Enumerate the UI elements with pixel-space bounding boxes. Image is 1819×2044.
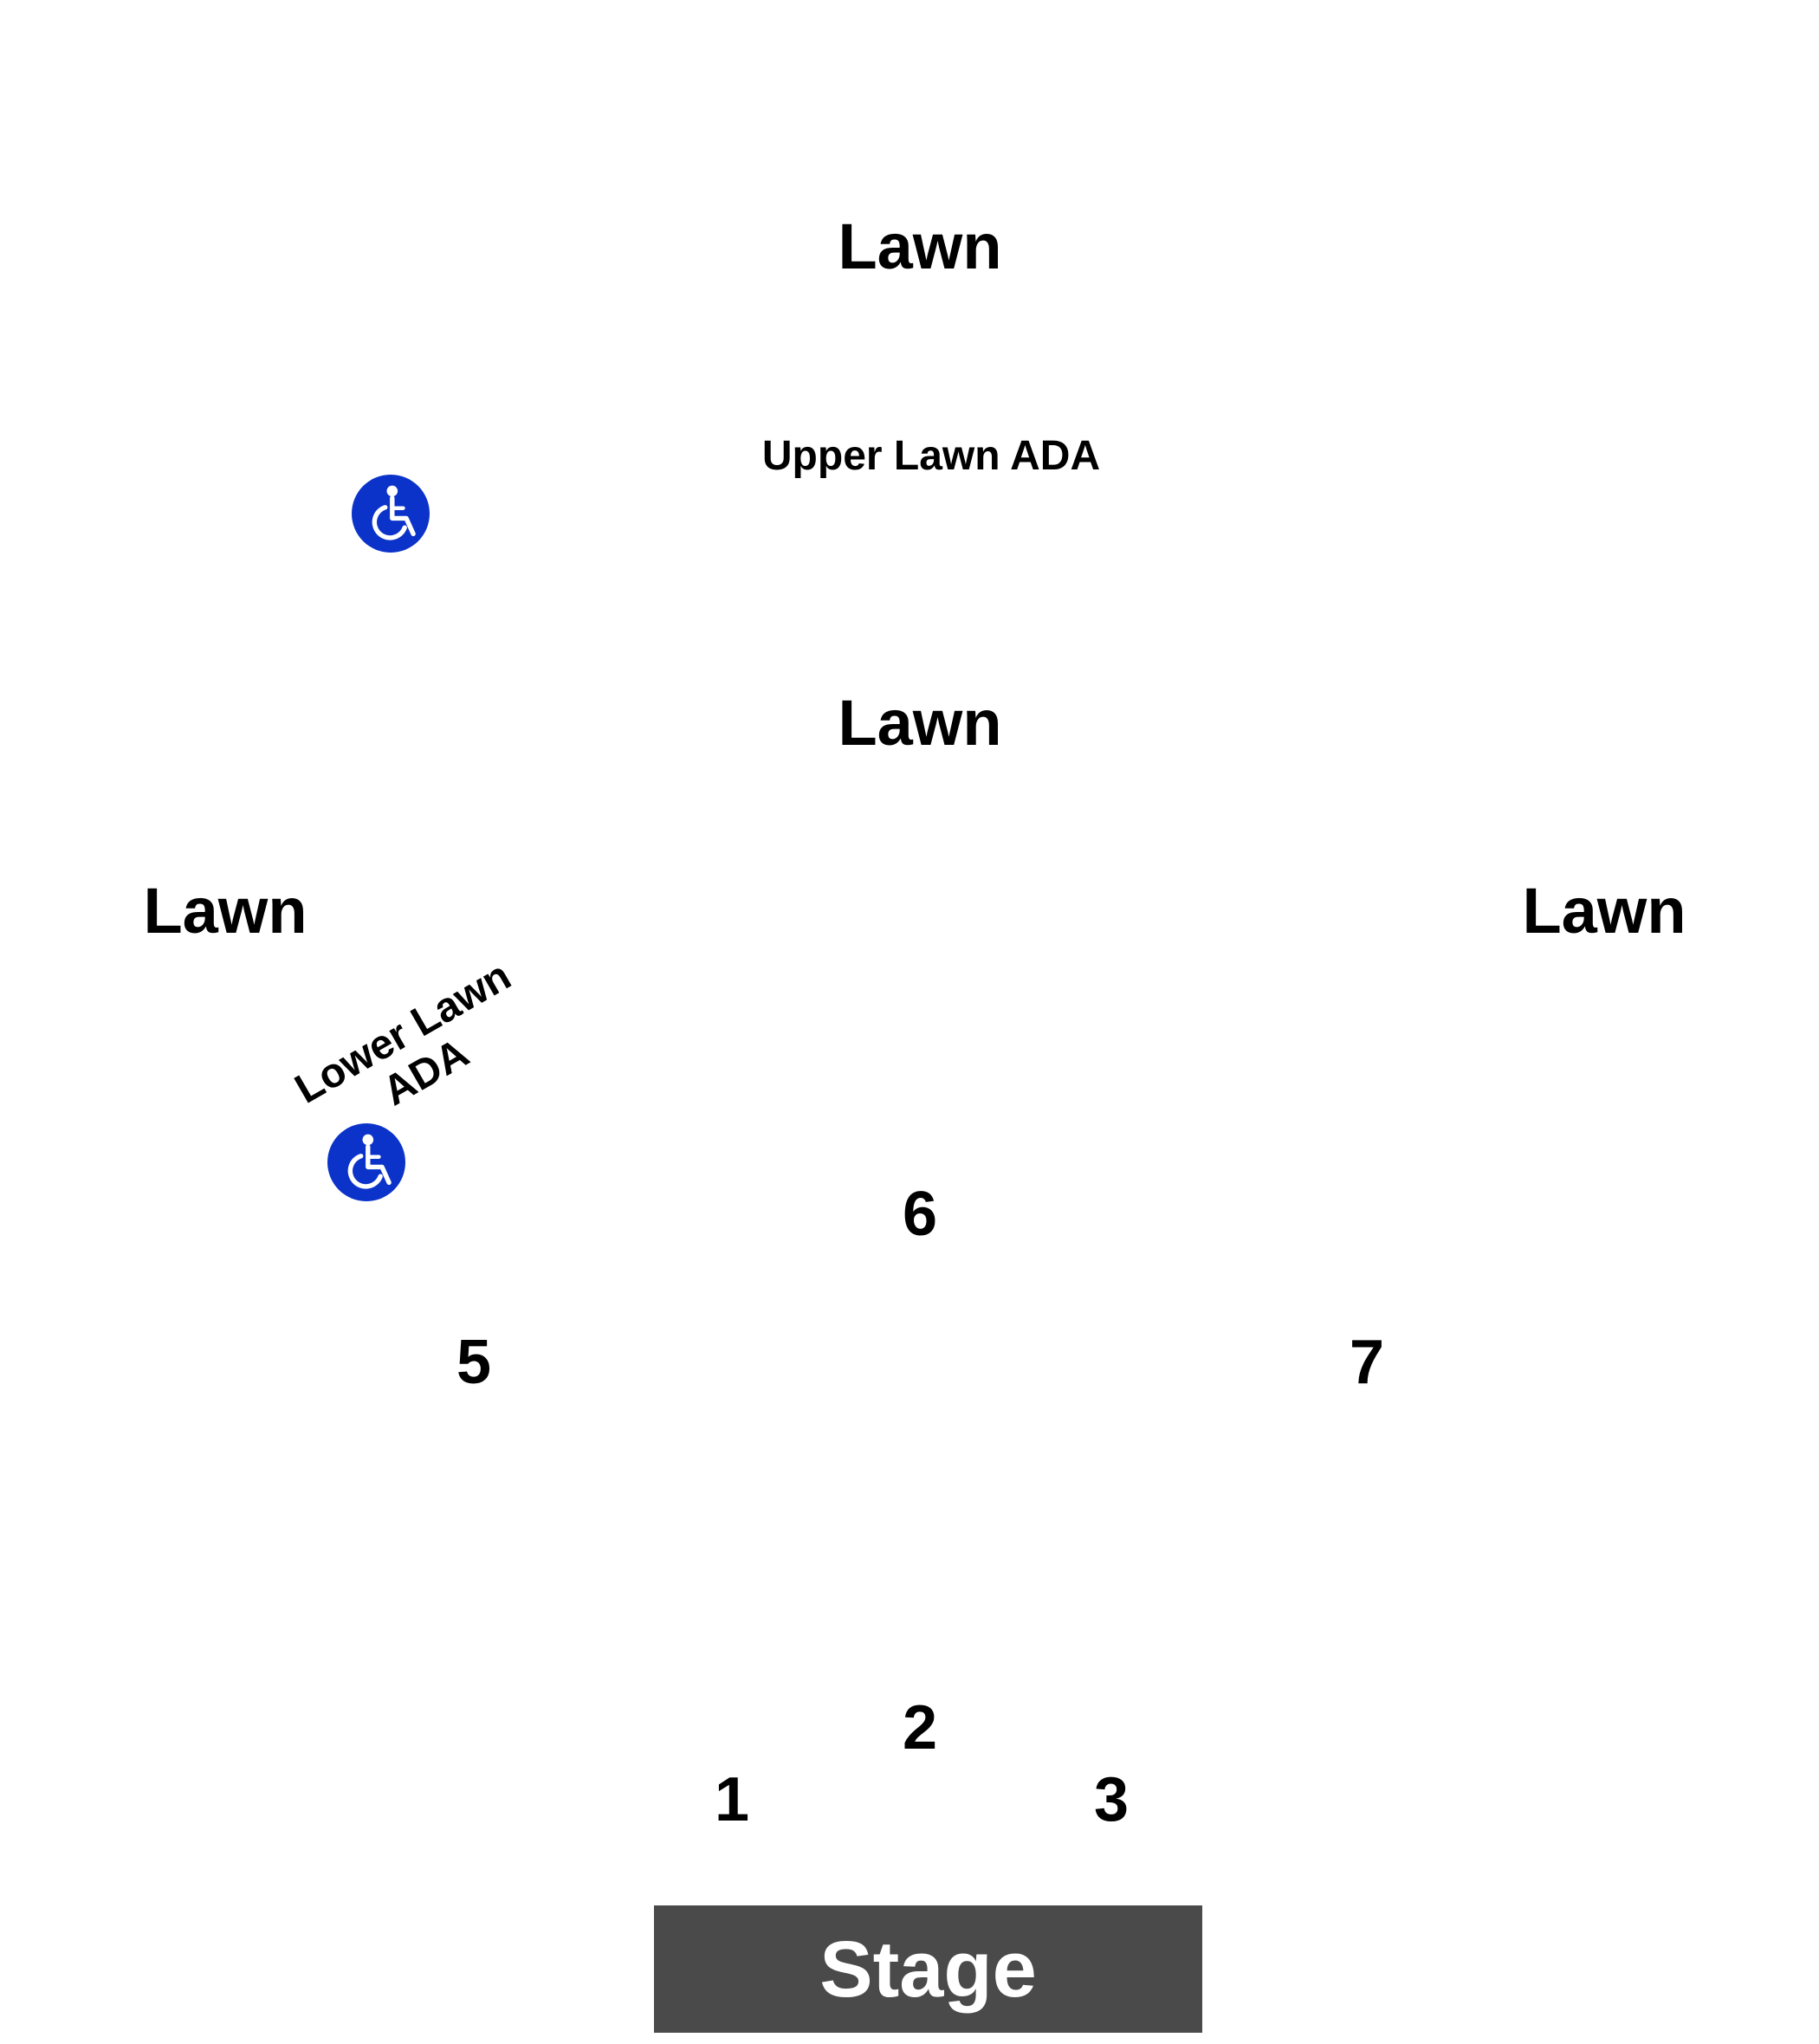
section-upper-lawn-ada[interactable]: Upper Lawn ADA — [761, 433, 1101, 479]
wheelchair-icon — [327, 1123, 405, 1201]
section-lawn-middle[interactable]: Lawn — [838, 687, 1002, 759]
stage-label: Stage — [819, 1924, 1037, 2014]
section-lower-lawn-ada[interactable]: Lower Lawn ADA — [288, 953, 542, 1153]
section-5[interactable]: 5 — [456, 1328, 492, 1397]
section-lawn-top[interactable]: Lawn — [838, 210, 1002, 282]
section-lawn-left[interactable]: Lawn — [143, 875, 307, 947]
section-6[interactable]: 6 — [902, 1180, 938, 1249]
wheelchair-icon — [352, 475, 430, 553]
section-1[interactable]: 1 — [714, 1765, 750, 1834]
stage: Stage — [654, 1905, 1202, 2033]
section-2[interactable]: 2 — [902, 1693, 938, 1763]
section-lawn-right[interactable]: Lawn — [1522, 875, 1686, 947]
section-3[interactable]: 3 — [1093, 1765, 1130, 1834]
section-7[interactable]: 7 — [1349, 1328, 1385, 1397]
